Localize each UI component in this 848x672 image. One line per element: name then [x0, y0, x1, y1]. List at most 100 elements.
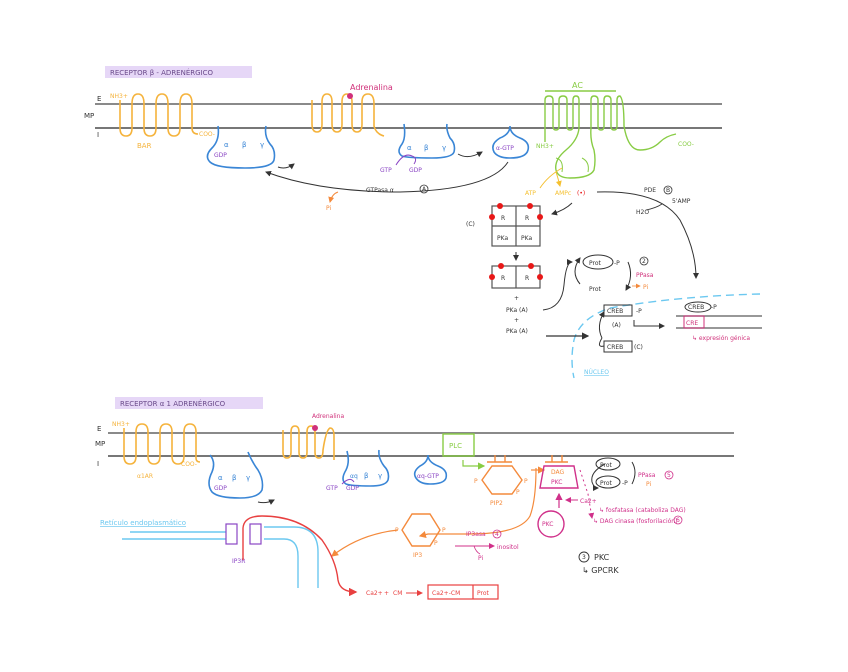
ac-nh3: NH3+ [536, 143, 554, 150]
ampc-to-pka-arrow [551, 202, 573, 216]
creb-label-a: (A) [612, 322, 621, 329]
ip3-to-receptor-arrow [331, 529, 399, 557]
g2-gdp: GDP [409, 167, 422, 174]
dag-label: DAG [551, 469, 565, 476]
nucleus-label: NÚCLEO [584, 369, 609, 376]
pka-complex-label: (C) [466, 221, 475, 228]
ampc-bound-dot [527, 203, 533, 209]
calcium-release-path [242, 515, 358, 597]
ampc-bound-dot [537, 274, 543, 280]
alpha1-receptor-active [282, 425, 335, 460]
alpha1-title: RECEPTOR α 1 ADRENÉRGICO [120, 399, 226, 408]
pde-substrate: H2O [636, 209, 649, 216]
pip2-anchor [487, 455, 512, 463]
pip2-p2: P [524, 478, 528, 485]
gq1-alpha: α [218, 474, 223, 482]
gq1-gdp: GDP [214, 485, 227, 492]
pka-plus2: + [514, 317, 519, 324]
adrenaline-dot-2 [312, 425, 318, 431]
dag-pkc-complex [539, 465, 579, 489]
cre-label: CRE [686, 320, 698, 327]
pka-r2: R [525, 215, 529, 222]
pkc-cycle-return [631, 461, 636, 485]
g1-alpha: α [224, 141, 229, 149]
ppasa-label: PPasa [636, 272, 654, 279]
pkc-free-circle [537, 510, 565, 538]
ppasa-pi-2: Pi [646, 481, 651, 488]
label-mp-2: MP [95, 440, 105, 448]
prot-p-ellipse [582, 254, 614, 270]
beta-section: RECEPTOR β - ADRENÉRGICO E MP I NH3+ COO… [84, 66, 762, 379]
cycle-num-circle [639, 256, 649, 266]
gtpase-num-circle [419, 184, 429, 194]
cre-box [683, 315, 705, 329]
ca-plus: + [384, 590, 389, 597]
alpha-q-gtp [413, 454, 448, 485]
plc-label: PLC [449, 442, 462, 450]
creb-label-c: (C) [634, 344, 643, 351]
adenylyl-cyclase [544, 95, 677, 179]
ppasa-label-2: PPasa [638, 472, 656, 479]
gene-expression: ↳ expresión génica [692, 335, 750, 342]
gtpase-label: GTPasa α [366, 187, 394, 194]
label-outer: E [97, 95, 101, 103]
pde-product: 5'AMP [672, 198, 691, 205]
ampc-bound-dot [489, 274, 495, 280]
label-inner-2: I [97, 460, 99, 468]
creb: CREB [607, 344, 623, 351]
pip2-p3: P [516, 489, 520, 496]
cm-label: CM [393, 590, 402, 597]
dag-anchor [545, 455, 568, 463]
note-line1: PKC [594, 553, 610, 562]
prot-p-label: Prot [589, 260, 602, 267]
pi-label: Pi [326, 205, 331, 212]
ampc-bound-dot [489, 214, 495, 220]
gq1-gamma: γ [246, 474, 250, 482]
er-membrane-right-inner [264, 538, 299, 588]
ac-coo: COO- [678, 141, 694, 148]
bar-receptor [119, 93, 199, 137]
ip3r-left [225, 523, 238, 545]
pde-num: B [666, 187, 670, 194]
beta-title-box [105, 66, 252, 78]
prot-p-2: Prot [600, 480, 613, 487]
creb-up-arrow [598, 311, 605, 339]
creb-p: CREB [607, 308, 623, 315]
ppasa-num-2: 5 [667, 472, 671, 479]
pka-c2: PKa [521, 235, 532, 242]
plc-box [442, 433, 475, 457]
prot-label: Prot [589, 286, 602, 293]
gtpase-return-arrow [265, 161, 509, 193]
ppasa-num-circle-2 [664, 470, 674, 480]
gq-inactive [208, 451, 264, 499]
ip3ase-label: IP3asa [466, 531, 486, 538]
pde-arrow [596, 191, 699, 279]
h2o-arrow [645, 203, 663, 211]
pkc-phosphorylation-arrow [591, 463, 606, 491]
pka-r3: R [501, 275, 505, 282]
gq2-gdp: GDP [346, 485, 359, 492]
ca-label: Ca2+ [366, 590, 383, 597]
ip3ase-num-circle [492, 529, 502, 539]
alpha1-receptor-label: α1AR [137, 473, 153, 480]
creb-to-dna-arrow [633, 320, 665, 329]
ip3-pi-branch [473, 545, 481, 555]
pka-to-prot-arrow [542, 259, 573, 311]
bar-label: BAR [137, 142, 152, 150]
ampc-bound-dot [497, 203, 503, 209]
arrow-g1-to-receptor [277, 163, 295, 170]
ca-cm-complex-box [427, 584, 499, 600]
pka-c1: PKa [497, 235, 508, 242]
alpha-q-gtp-label: αq-GTP [417, 473, 439, 480]
gq1-beta: β [232, 474, 236, 482]
creb-down-branch [598, 337, 605, 347]
beta-title: RECEPTOR β - ADRENÉRGICO [110, 68, 214, 77]
g2-alpha: α [407, 144, 412, 152]
pi-release-arrow [328, 191, 339, 203]
creb-bound: CREB [688, 304, 704, 311]
ip3r-label: IP3R [232, 558, 245, 565]
creb-p-suffix: -P [636, 308, 642, 315]
pka-r4: R [525, 275, 529, 282]
g1-gamma: γ [260, 141, 264, 149]
prot-2: Prot [600, 462, 613, 469]
